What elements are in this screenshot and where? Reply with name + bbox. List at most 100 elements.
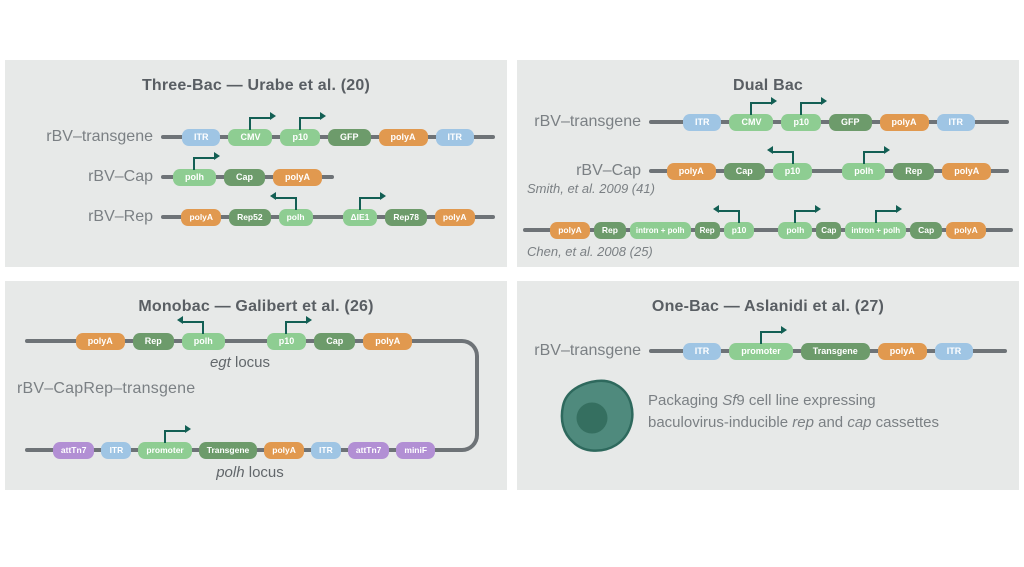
element-polya: polyA: [942, 162, 992, 180]
italic-text: polh: [216, 464, 245, 481]
cell-caption-line2: baculovirus-inducible rep and cap casset…: [648, 412, 939, 434]
element-cap: Cap: [224, 168, 266, 186]
element-gfp: GFP: [327, 128, 371, 146]
promoter-arrow-right-icon: [874, 204, 902, 223]
construct-label: rBV–CapRep–transgene: [17, 380, 196, 397]
promoter-arrow-right-icon: [285, 315, 313, 334]
plain-text: baculovirus-inducible: [648, 414, 793, 431]
citation-chen: Chen, et al. 2008 (25): [527, 244, 653, 259]
element-rep: Rep: [893, 162, 935, 180]
element-polya: polyA: [434, 208, 475, 226]
promoter-arrow-right-icon: [799, 96, 827, 115]
element-polya: polyA: [264, 441, 304, 459]
polh-locus-label: polh locus: [155, 464, 345, 481]
citation-smith: Smith, et al. 2009 (41): [527, 181, 655, 196]
plain-text: locus: [230, 354, 271, 371]
element-polya: polyA: [75, 332, 125, 350]
element-itr: ITR: [682, 113, 722, 131]
element-promoter: promoter: [138, 424, 192, 459]
element-polya: polyA: [666, 162, 716, 180]
promoter-arrow-right-icon: [163, 424, 191, 443]
promoter-arrow-left-icon: [177, 315, 205, 334]
element-p10: p10: [781, 96, 827, 131]
element--ie1: ΔIE1: [342, 191, 386, 226]
element-rep: Rep: [593, 221, 626, 239]
plain-text: Packaging: [648, 392, 723, 409]
element-polya: polyA: [181, 208, 222, 226]
element-intron-polh: intron + polh: [629, 221, 691, 239]
element-p10: p10: [713, 204, 755, 239]
element-polya: polyA: [877, 342, 927, 360]
promoter-arrow-right-icon: [193, 151, 221, 170]
italic-text: rep: [792, 414, 814, 431]
backbone-connector-curve: [453, 339, 479, 452]
egt-locus-label: egt locus: [145, 354, 335, 371]
promoter-arrow-right-icon: [249, 111, 277, 130]
element-polya: polyA: [946, 221, 986, 239]
element-polh: polh: [842, 145, 890, 180]
panel-three-bac: Three-Bac — Urabe et al. (20) rBV–transg…: [5, 60, 507, 267]
panel-title: Dual Bac: [732, 77, 804, 94]
element-itr: ITR: [310, 441, 341, 459]
panel-title: Three-Bac — Urabe et al. (20): [141, 77, 371, 94]
element-atttn7: attTn7: [52, 441, 95, 459]
panel-one-bac: One-Bac — Aslanidi et al. (27) rBV–trans…: [517, 281, 1019, 490]
construct-label: rBV–transgene: [46, 128, 153, 145]
element-itr: ITR: [936, 113, 976, 131]
promoter-arrow-right-icon: [862, 145, 890, 164]
backbone-spacer: [820, 171, 834, 172]
element-polya: polyA: [363, 332, 413, 350]
element-polh: polh: [269, 191, 313, 226]
element-cmv: CMV: [729, 96, 778, 131]
element-polya: polyA: [273, 168, 323, 186]
element-p10: p10: [266, 315, 313, 350]
element-p10: p10: [766, 145, 813, 180]
backbone-spacer: [758, 230, 774, 231]
panel-title: One-Bac — Aslanidi et al. (27): [651, 298, 885, 315]
sf9-cell-icon: [560, 379, 634, 452]
element-gfp: GFP: [828, 113, 872, 131]
element-cap: Cap: [723, 162, 765, 180]
panel-title: Monobac — Galibert et al. (26): [138, 298, 374, 315]
element-rep52: Rep52: [229, 208, 271, 226]
cell-caption: Packaging Sf9 cell line expressing bacul…: [648, 390, 939, 434]
element-polya: polyA: [550, 221, 590, 239]
element-itr: ITR: [435, 128, 475, 146]
plain-text: cassettes: [871, 414, 940, 431]
construct-label: rBV–Rep: [88, 208, 153, 225]
plain-text: 9 cell line expressing: [736, 392, 876, 409]
construct-label: rBV–transgene: [534, 113, 641, 130]
element-transgene: Transgene: [198, 441, 258, 459]
element-rep: Rep: [694, 221, 720, 239]
italic-text: egt: [209, 354, 231, 371]
element-promoter: promoter: [729, 325, 793, 360]
backbone-spacer: [321, 217, 335, 218]
promoter-arrow-left-icon: [713, 204, 741, 223]
promoter-arrow-right-icon: [358, 191, 386, 210]
promoter-arrow-left-icon: [766, 145, 794, 164]
element-atttn7: attTn7: [347, 441, 390, 459]
plain-text: locus: [244, 464, 284, 481]
promoter-arrow-right-icon: [298, 111, 326, 130]
element-minif: miniF: [396, 441, 436, 459]
italic-text: cap: [847, 414, 872, 431]
plain-text: and: [813, 414, 848, 431]
